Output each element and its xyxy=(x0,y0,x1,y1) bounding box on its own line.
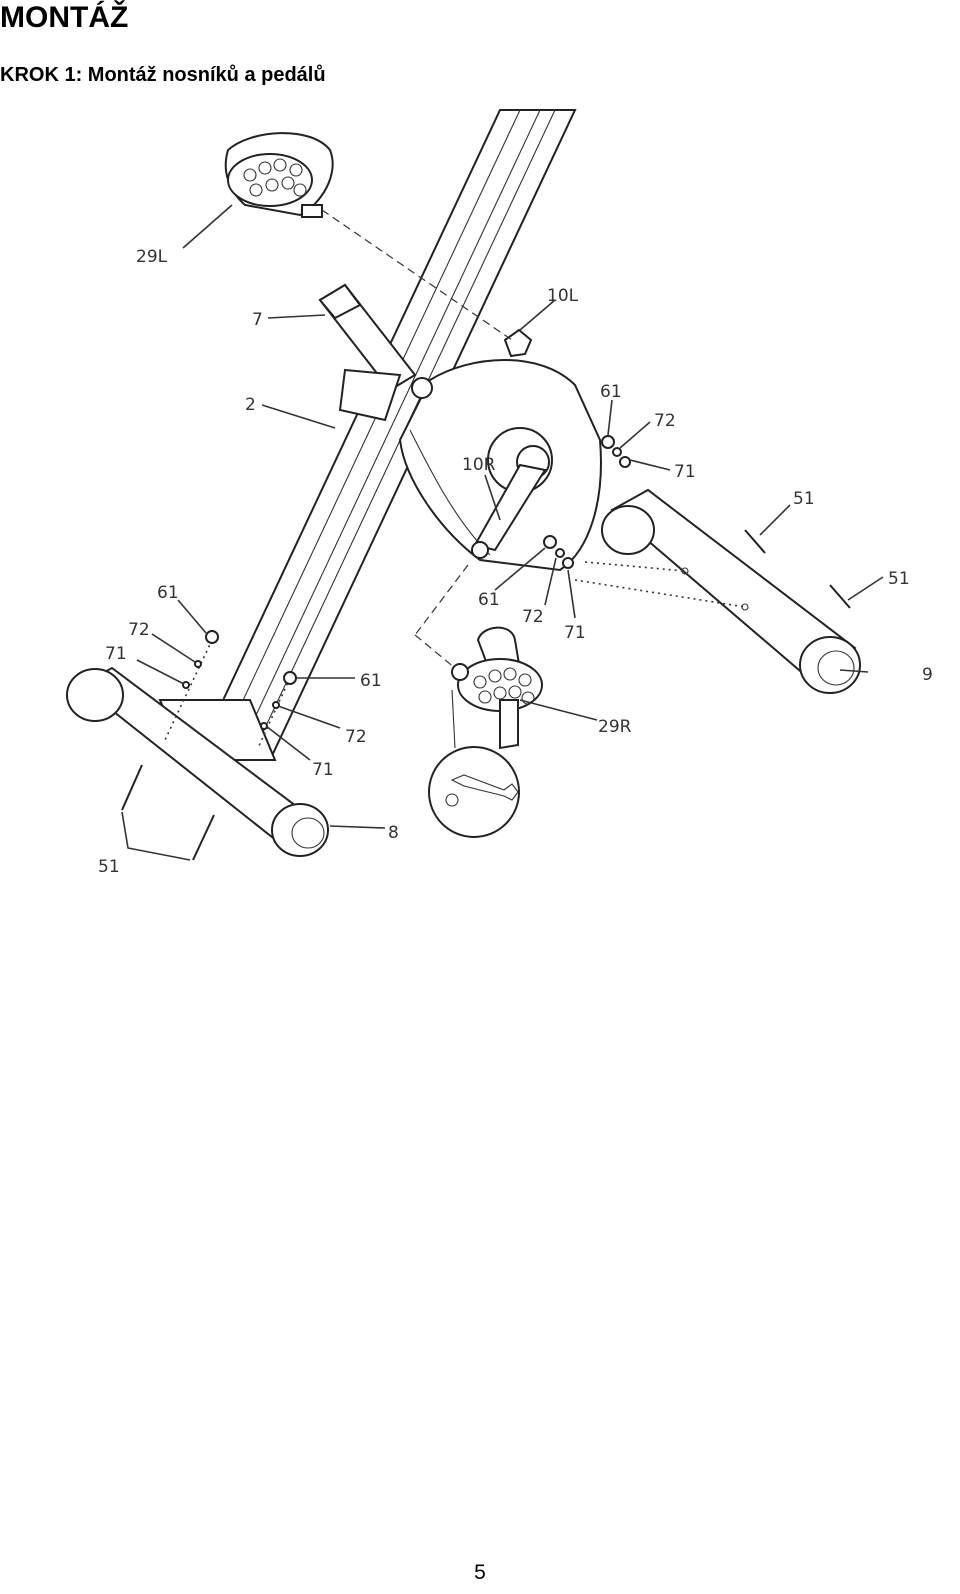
callout-72: 72 xyxy=(654,411,676,431)
step-title: KROK 1: Montáž nosníků a pedálů xyxy=(0,64,326,86)
pedal-left-part xyxy=(224,132,334,218)
wrench-icon xyxy=(428,689,520,838)
callout-71: 71 xyxy=(105,644,127,664)
front-stabilizer-part xyxy=(66,666,329,861)
callout-10R: 10R xyxy=(462,455,496,475)
callout-51: 51 xyxy=(888,569,910,589)
callout-72: 72 xyxy=(128,620,150,640)
callout-9: 9 xyxy=(922,665,933,685)
callout-10L: 10L xyxy=(547,286,579,306)
callout-72: 72 xyxy=(522,607,544,627)
callout-2: 2 xyxy=(245,395,256,415)
page-number: 5 xyxy=(474,1561,486,1584)
callout-61: 61 xyxy=(157,583,179,603)
callout-8: 8 xyxy=(388,823,399,843)
callout-51: 51 xyxy=(98,857,120,877)
callout-71: 71 xyxy=(564,623,586,643)
hardware-part xyxy=(182,435,631,730)
bolt-part xyxy=(744,529,851,609)
callout-61: 61 xyxy=(360,671,382,691)
callout-61: 61 xyxy=(478,590,500,610)
callout-72: 72 xyxy=(345,727,367,747)
callout-71: 71 xyxy=(674,462,696,482)
leader-lines xyxy=(121,204,884,861)
callout-29L: 29L xyxy=(136,247,168,267)
rear-stabilizer-part xyxy=(601,488,861,694)
seat-post-part xyxy=(318,283,417,422)
callout-29R: 29R xyxy=(598,717,632,737)
callout-61: 61 xyxy=(600,382,622,402)
callout-7: 7 xyxy=(252,310,263,330)
page-title: MONTÁŽ xyxy=(0,1,129,34)
callout-51: 51 xyxy=(793,489,815,509)
assembly-diagram: 29L 10L 7 2 61 72 71 10R 51 51 61 72 71 … xyxy=(66,109,933,877)
pedal-right-part xyxy=(451,626,543,750)
callout-71: 71 xyxy=(312,760,334,780)
flywheel-housing-part xyxy=(398,328,602,572)
